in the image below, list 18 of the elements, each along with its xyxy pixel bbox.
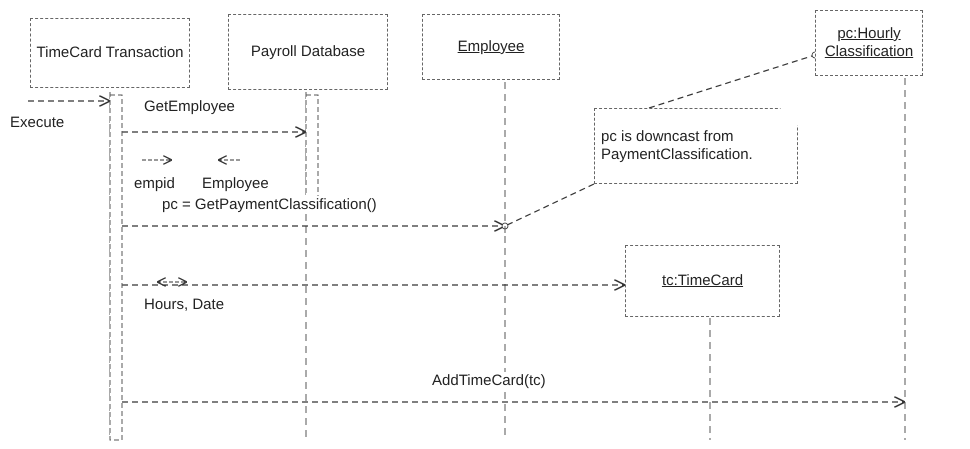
message-arrow <box>122 396 906 408</box>
object-name: Employee <box>458 38 524 56</box>
note-text: pc is downcast from PaymentClassification. <box>601 128 754 164</box>
message-arrow <box>122 278 626 292</box>
object-name: Payroll Database <box>250 43 366 61</box>
message-label: pc = GetPaymentClassification() <box>160 196 379 213</box>
message-arrow <box>122 126 307 138</box>
parameter-label: empid <box>132 175 177 192</box>
leader-line <box>502 183 594 230</box>
object-name: tc:TimeCard <box>662 272 744 290</box>
note-box <box>594 108 798 184</box>
object-name: pc:Hourly Classification <box>824 25 914 61</box>
object-name: TimeCard Transaction <box>36 44 184 62</box>
parameter-label: Hours, Date <box>142 296 226 313</box>
parameter-label: Employee <box>200 175 271 192</box>
message-label: GetEmployee <box>142 98 237 115</box>
message-label: AddTimeCard(tc) <box>430 372 548 389</box>
message-arrow <box>28 94 111 108</box>
